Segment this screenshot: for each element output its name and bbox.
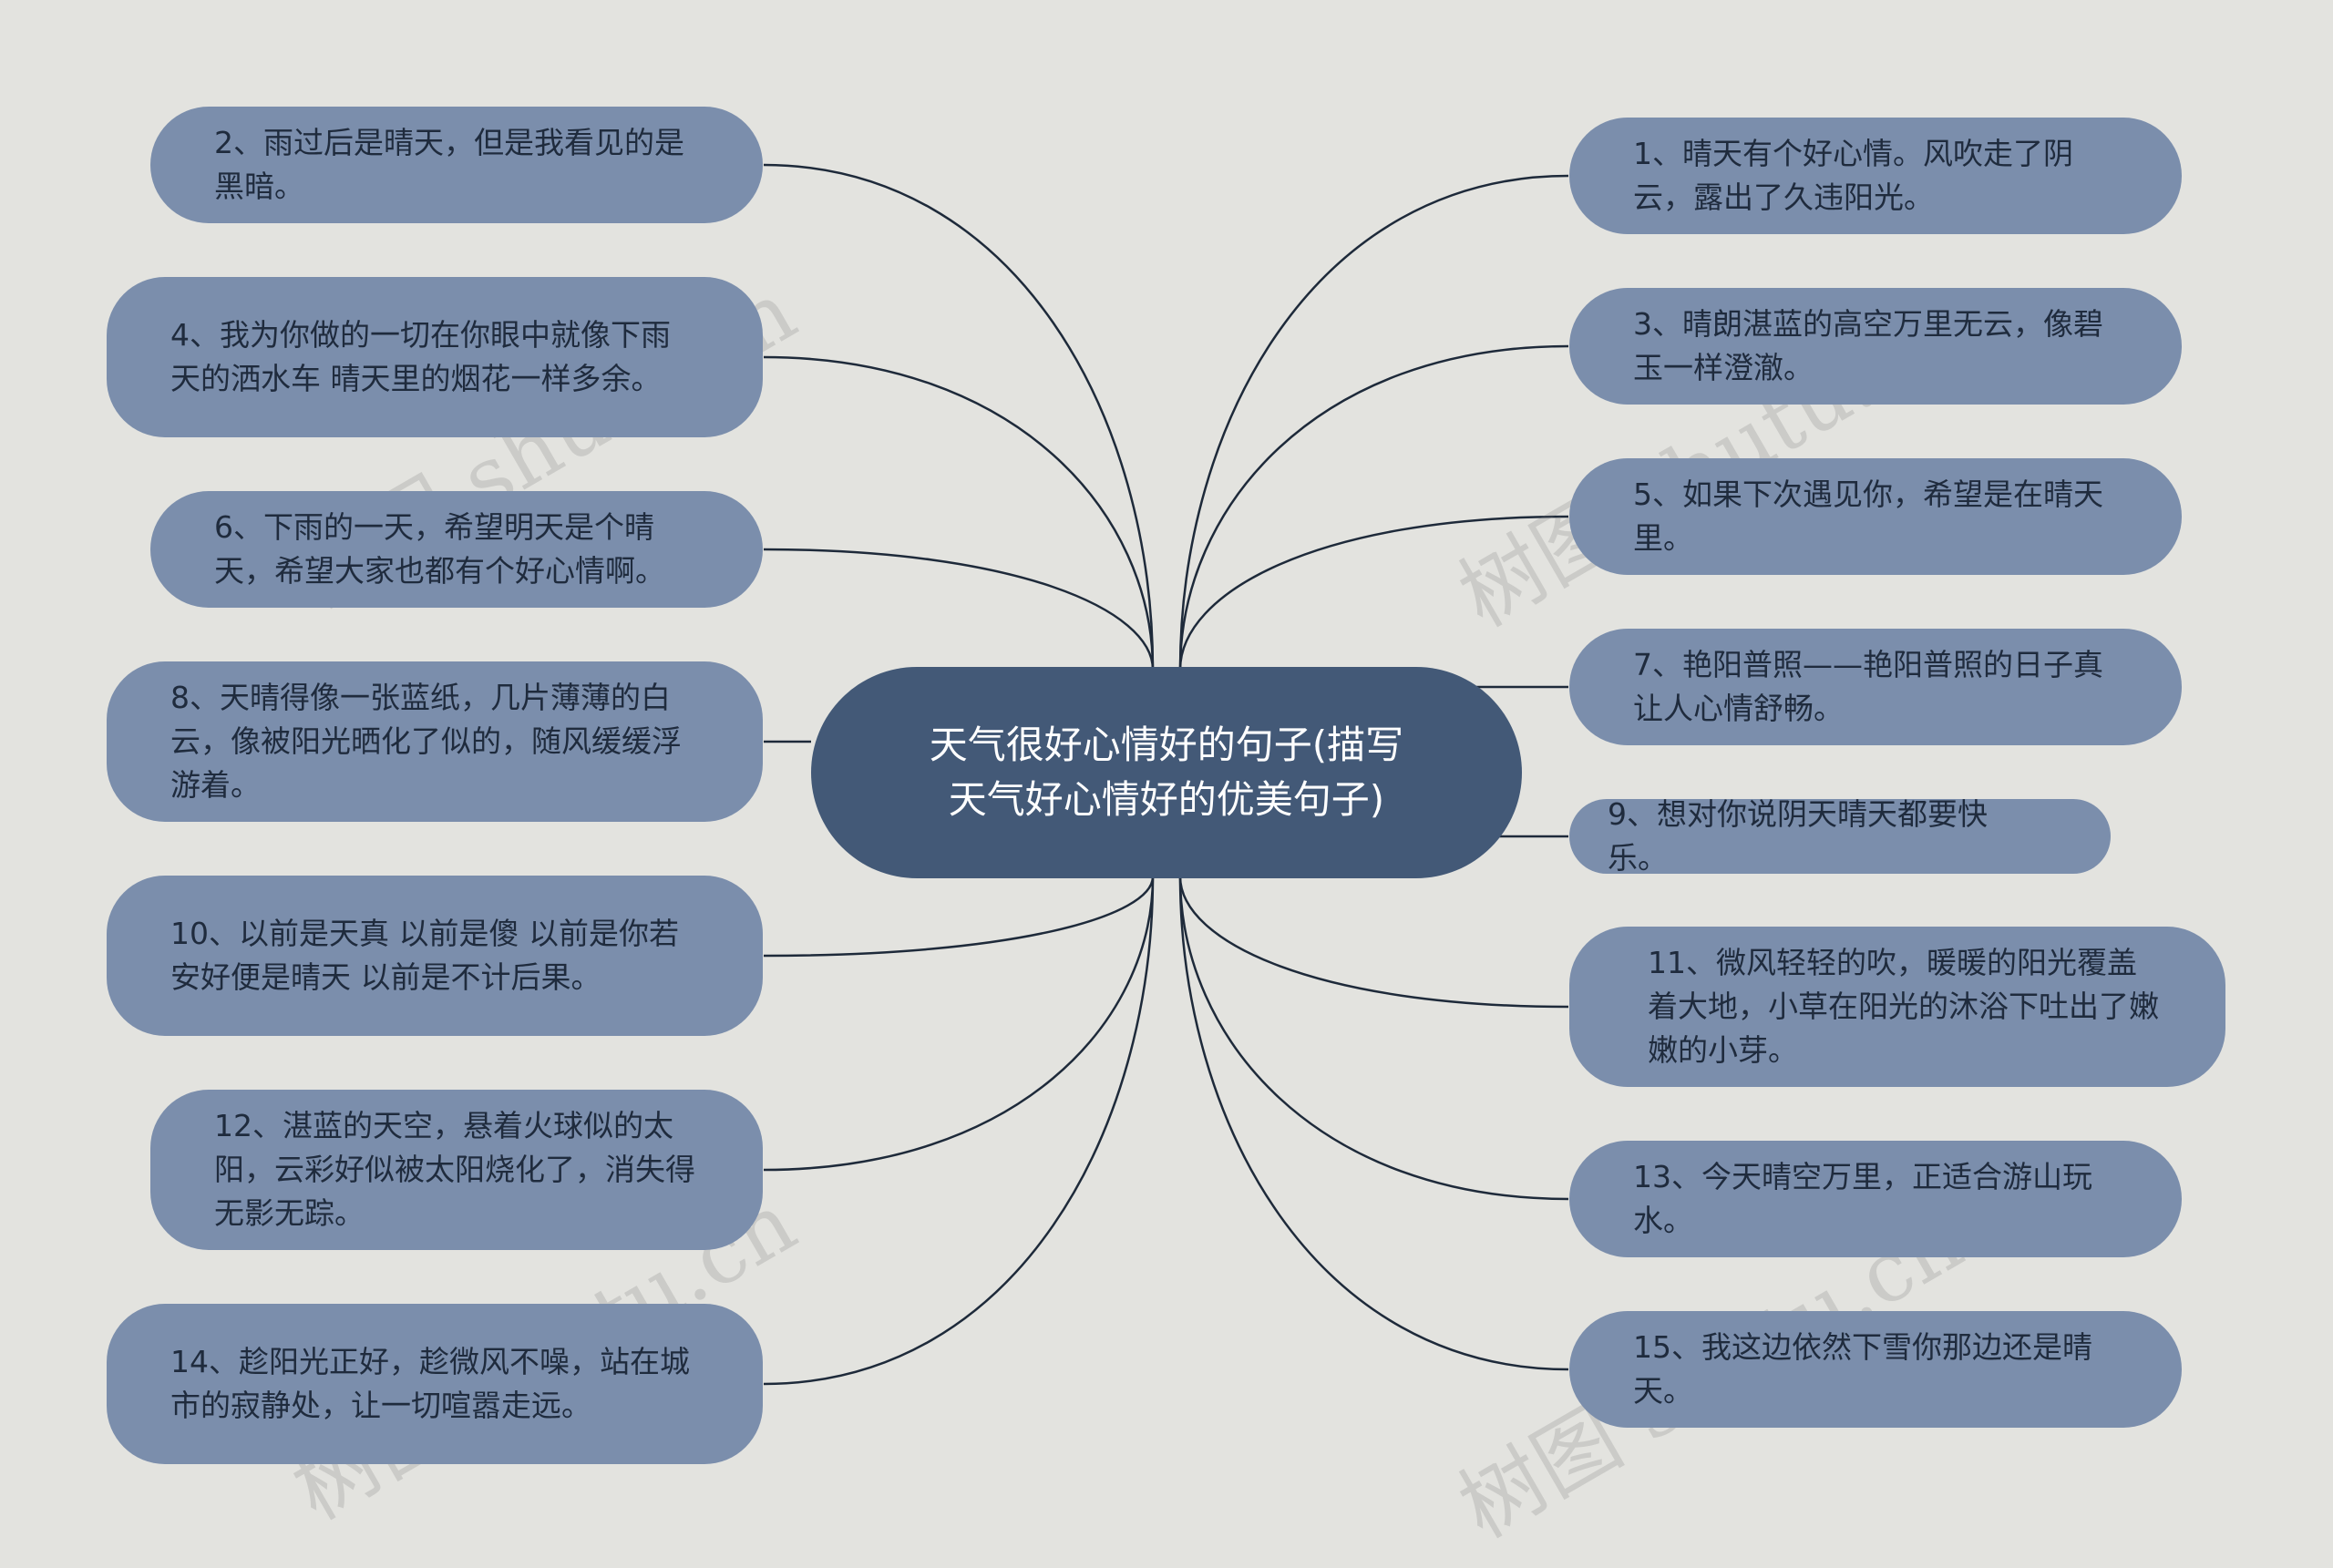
connector-line-left [763,876,1155,958]
branch-node-10[interactable]: 10、以前是天真 以前是傻 以前是你若安好便是晴天 以前是不计后果。 [107,876,763,1036]
connector-line-left [763,876,1155,1386]
connector-line-left [763,163,1155,671]
connector-line-right [1178,876,1569,1009]
branch-node-label: 15、我这边依然下雪你那边还是晴天。 [1633,1329,2092,1409]
branch-node-label: 12、湛蓝的天空，悬着火球似的太阳，云彩好似被太阳烧化了，消失得无影无踪。 [214,1108,695,1231]
branch-node-14[interactable]: 14、趁阳光正好，趁微风不噪，站在城市的寂静处，让一切喧嚣走远。 [107,1304,763,1464]
connector-line-right [1178,174,1569,671]
connector-line-right [1178,344,1569,671]
branch-node-label: 14、趁阳光正好，趁微风不噪，站在城市的寂静处，让一切喧嚣走远。 [170,1344,690,1423]
branch-node-11[interactable]: 11、微风轻轻的吹，暖暖的阳光覆盖着大地，小草在阳光的沐浴下吐出了嫩嫩的小芽。 [1569,927,2225,1087]
branch-node-label: 3、晴朗湛蓝的高空万里无云，像碧玉一样澄澈。 [1633,306,2103,385]
branch-node-label: 7、艳阳普照——艳阳普照的日子真让人心情舒畅。 [1633,647,2103,726]
branch-node-5[interactable]: 5、如果下次遇见你，希望是在晴天里。 [1569,458,2182,575]
branch-node-label: 10、以前是天真 以前是傻 以前是你若安好便是晴天 以前是不计后果。 [170,916,679,995]
center-topic-label: 天气很好心情好的句子(描写天气好心情好的优美句子) [929,723,1404,822]
branch-node-label: 9、想对你说阴天晴天都要快乐。 [1608,796,1988,876]
branch-node-label: 4、我为你做的一切在你眼中就像下雨天的洒水车 晴天里的烟花一样多余。 [170,317,671,396]
branch-node-label: 8、天晴得像一张蓝纸，几片薄薄的白云，像被阳光晒化了似的，随风缓缓浮游着。 [170,680,682,803]
branch-node-2[interactable]: 2、雨过后是晴天，但是我看见的是黑暗。 [150,107,763,223]
branch-node-4[interactable]: 4、我为你做的一切在你眼中就像下雨天的洒水车 晴天里的烟花一样多余。 [107,277,763,437]
connector-line-right [1178,515,1569,671]
branch-node-label: 2、雨过后是晴天，但是我看见的是黑暗。 [214,125,684,204]
connector-line-left [763,355,1155,671]
connector-line-left [763,876,1155,1172]
branch-node-label: 13、今天晴空万里，正适合游山玩水。 [1633,1159,2092,1238]
center-topic[interactable]: 天气很好心情好的句子(描写天气好心情好的优美句子) [811,667,1522,878]
branch-node-9[interactable]: 9、想对你说阴天晴天都要快乐。 [1569,796,2111,876]
branch-node-label: 5、如果下次遇见你，希望是在晴天里。 [1633,477,2103,556]
branch-node-3[interactable]: 3、晴朗湛蓝的高空万里无云，像碧玉一样澄澈。 [1569,288,2182,405]
branch-node-1[interactable]: 1、晴天有个好心情。风吹走了阴云，露出了久违阳光。 [1569,118,2182,234]
branch-node-15[interactable]: 15、我这边依然下雪你那边还是晴天。 [1569,1311,2182,1428]
branch-node-8[interactable]: 8、天晴得像一张蓝纸，几片薄薄的白云，像被阳光晒化了似的，随风缓缓浮游着。 [107,661,763,822]
branch-node-label: 11、微风轻轻的吹，暖暖的阳光覆盖着大地，小草在阳光的沐浴下吐出了嫩嫩的小芽。 [1648,945,2159,1068]
branch-node-12[interactable]: 12、湛蓝的天空，悬着火球似的太阳，云彩好似被太阳烧化了，消失得无影无踪。 [150,1090,763,1250]
branch-node-6[interactable]: 6、下雨的一天，希望明天是个晴天，希望大家也都有个好心情啊。 [150,491,763,608]
branch-node-13[interactable]: 13、今天晴空万里，正适合游山玩水。 [1569,1141,2182,1257]
branch-node-label: 1、晴天有个好心情。风吹走了阴云，露出了久违阳光。 [1633,136,2073,215]
branch-node-label: 6、下雨的一天，希望明天是个晴天，希望大家也都有个好心情啊。 [214,509,665,589]
connector-line-left [763,548,1155,671]
connector-line-right [1178,876,1569,1371]
branch-node-7[interactable]: 7、艳阳普照——艳阳普照的日子真让人心情舒畅。 [1569,629,2182,745]
connector-line-right [1178,876,1569,1201]
